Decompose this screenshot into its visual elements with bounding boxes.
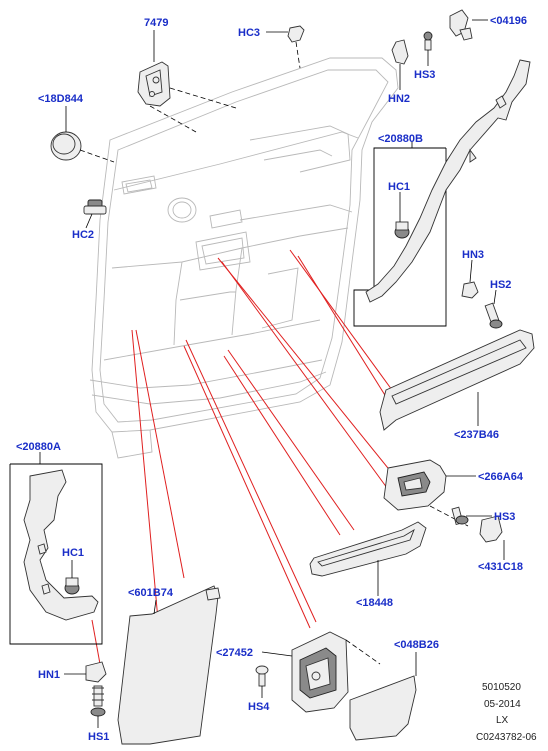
screw-hs4	[255, 665, 269, 698]
screw-hs3-top	[423, 31, 433, 66]
label-266a64: <266A64	[478, 471, 524, 483]
label-hn2: HN2	[388, 93, 410, 105]
label-hs2: HS2	[490, 279, 511, 291]
trim-237b46	[379, 329, 535, 431]
label-048b26: <048B26	[394, 639, 439, 651]
clip-hc1-left	[64, 560, 80, 595]
nut-hn3	[461, 259, 479, 299]
door-lock-7479	[137, 30, 237, 133]
reference-line-2: 05-2014	[484, 699, 521, 710]
screw-hs2	[484, 289, 503, 329]
label-7479: 7479	[144, 17, 168, 29]
label-20880a: <20880A	[16, 441, 61, 453]
clip-hc2	[83, 199, 107, 229]
clip-hc1-right	[394, 192, 410, 239]
reference-line-4: C0243782-06	[476, 732, 537, 743]
label-hn1: HN1	[38, 669, 60, 681]
label-hs1: HS1	[88, 731, 109, 743]
label-hs3-top: HS3	[414, 69, 435, 81]
red-leader-lines	[91, 249, 397, 665]
latch-27452	[261, 631, 381, 713]
door-panel-outline	[89, 57, 399, 459]
cap-431c18	[479, 515, 505, 560]
screw-hs3-mid	[451, 506, 492, 526]
label-601b74: <601B74	[128, 587, 174, 599]
label-hc3: HC3	[238, 27, 260, 39]
nut-hn1	[64, 661, 107, 683]
label-431c18: <431C18	[478, 561, 523, 573]
label-hn3: HN3	[462, 249, 484, 261]
bracket-box-20880a	[9, 452, 103, 645]
label-hc1-right: HC1	[388, 181, 410, 193]
clip-hc3	[266, 25, 305, 69]
reference-line-3: LX	[496, 715, 509, 726]
label-hs3-mid: HS3	[494, 511, 515, 523]
reference-line-1: 5010520	[482, 682, 521, 693]
label-237b46: <237B46	[454, 429, 499, 441]
label-hc1-left: HC1	[62, 547, 84, 559]
label-20880b: <20880B	[378, 133, 423, 145]
plug-18d844	[50, 106, 115, 163]
label-hs4: HS4	[248, 701, 270, 713]
screw-hs1	[90, 685, 106, 728]
nut-hn2	[391, 39, 409, 90]
bracket-box-20880b	[353, 59, 531, 327]
label-27452: <27452	[216, 647, 253, 659]
part-labels: 7479 HC3 <04196 HS3 HN2 <18D844 <20880B …	[16, 15, 527, 743]
label-hc2: HC2	[72, 229, 94, 241]
panel-601b74	[117, 585, 221, 745]
armrest-18448	[309, 521, 427, 596]
label-18448: <18448	[356, 597, 393, 609]
reference-block: 5010520 05-2014 LX C0243782-06	[476, 682, 537, 743]
bracket-04196	[449, 9, 488, 41]
label-18d844: <18D844	[38, 93, 84, 105]
cover-048b26	[349, 652, 417, 741]
label-04196: <04196	[490, 15, 527, 27]
